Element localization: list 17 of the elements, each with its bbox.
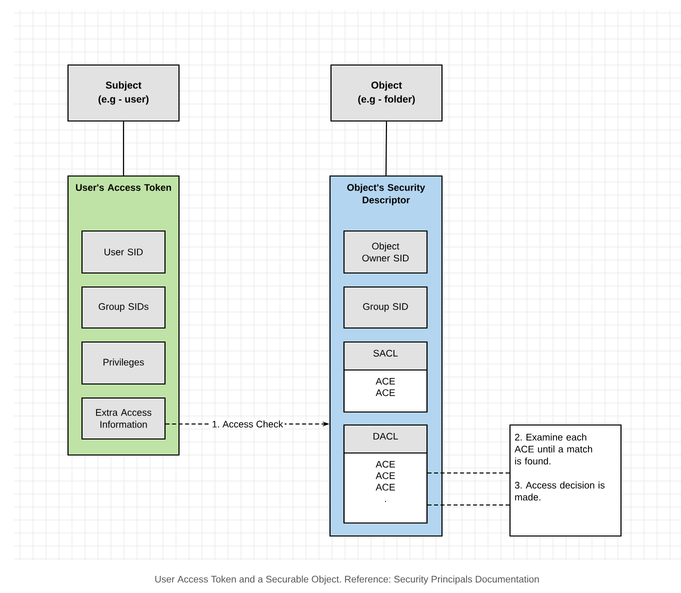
field-box: Object Owner SID — [343, 230, 428, 274]
field-box: Extra Access Information — [81, 397, 166, 440]
connector — [427, 504, 510, 506]
connector — [122, 122, 124, 176]
list-box: DACL ACE ACE ACE . — [343, 424, 428, 524]
field-box: User SID — [81, 230, 166, 274]
note-box: 2. Examine each ACE until a match is found. 3. Access decision is made. — [509, 424, 622, 537]
caption-text: User Access Token and a Securable Object. Reference: Security Principals Documentation — [155, 576, 539, 584]
connector — [385, 122, 388, 176]
list-box: SACL ACE ACE — [343, 341, 428, 413]
edge-label: 1. Access Check — [210, 418, 285, 429]
field-box: Group SID — [343, 286, 428, 329]
field-box: Group SIDs — [81, 286, 166, 329]
entity-box: Object (e.g - folder) — [330, 64, 443, 122]
field-box: Privileges — [81, 341, 166, 385]
connector — [427, 472, 510, 474]
entity-box: Subject (e.g - user) — [67, 64, 180, 122]
